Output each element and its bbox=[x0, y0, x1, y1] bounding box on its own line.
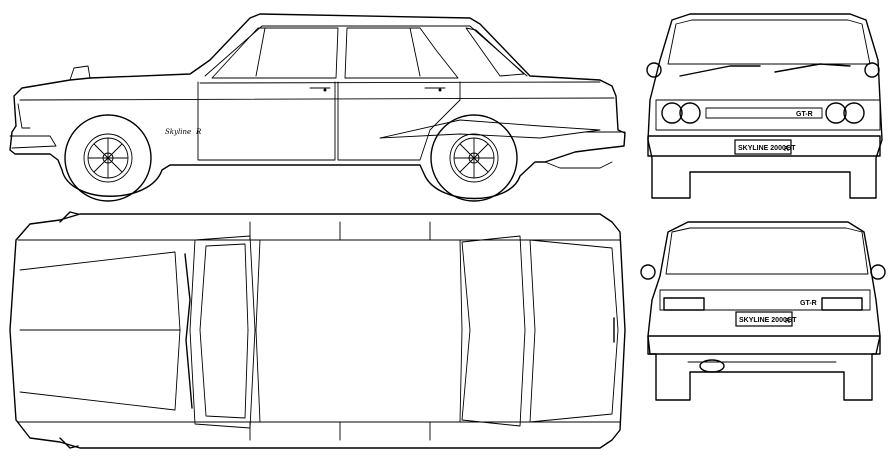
top-view bbox=[9, 211, 626, 449]
front-wheel bbox=[64, 114, 152, 202]
rear-wheel bbox=[430, 114, 518, 202]
side-badge-text: Skyline bbox=[165, 128, 191, 136]
left-tail-lamp bbox=[663, 297, 705, 311]
front-plate-mark: R bbox=[784, 146, 789, 153]
front-plate-text: SKYLINE 2000GT bbox=[738, 145, 796, 152]
rear-view: GT-R SKYLINE 2000GT R bbox=[640, 221, 886, 401]
rear-plate-text: SKYLINE 2000GT bbox=[739, 317, 797, 324]
right-tail-lamp bbox=[821, 297, 863, 311]
front-view: GT-R SKYLINE 2000GT R bbox=[646, 13, 883, 199]
rear-trunk-badge: GT-R bbox=[800, 300, 817, 307]
front-license-plate bbox=[734, 139, 792, 155]
rear-plate-mark: R bbox=[785, 318, 790, 325]
front-grille-badge: GT-R bbox=[796, 111, 813, 118]
side-view: Skyline R bbox=[9, 13, 626, 202]
front-headlights bbox=[661, 102, 865, 124]
rear-license-plate bbox=[735, 311, 793, 327]
side-badge-mark: R bbox=[195, 128, 202, 136]
